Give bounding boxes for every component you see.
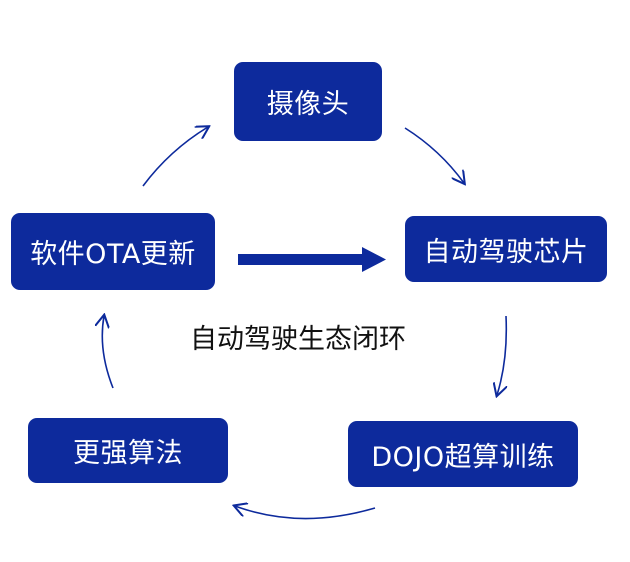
center-label: 自动驾驶生态闭环: [190, 323, 406, 355]
arrow-chip-to-dojo: [497, 315, 506, 395]
node-software-ota-update: 软件OTA更新: [11, 213, 215, 290]
node-dojo-supercomputer-training: DOJO超算训练: [348, 421, 578, 487]
node-autonomous-driving-chip: 自动驾驶芯片: [405, 216, 607, 282]
arrow-dojo-to-algo: [235, 506, 376, 520]
arrow-ota-to-chip: [238, 247, 386, 272]
node-stronger-algorithm: 更强算法: [28, 418, 228, 483]
node-camera: 摄像头: [234, 62, 382, 141]
arrow-algo-to-ota: [102, 316, 114, 389]
arrow-ota-to-camera: [142, 127, 208, 187]
arrow-camera-to-chip: [404, 127, 464, 183]
